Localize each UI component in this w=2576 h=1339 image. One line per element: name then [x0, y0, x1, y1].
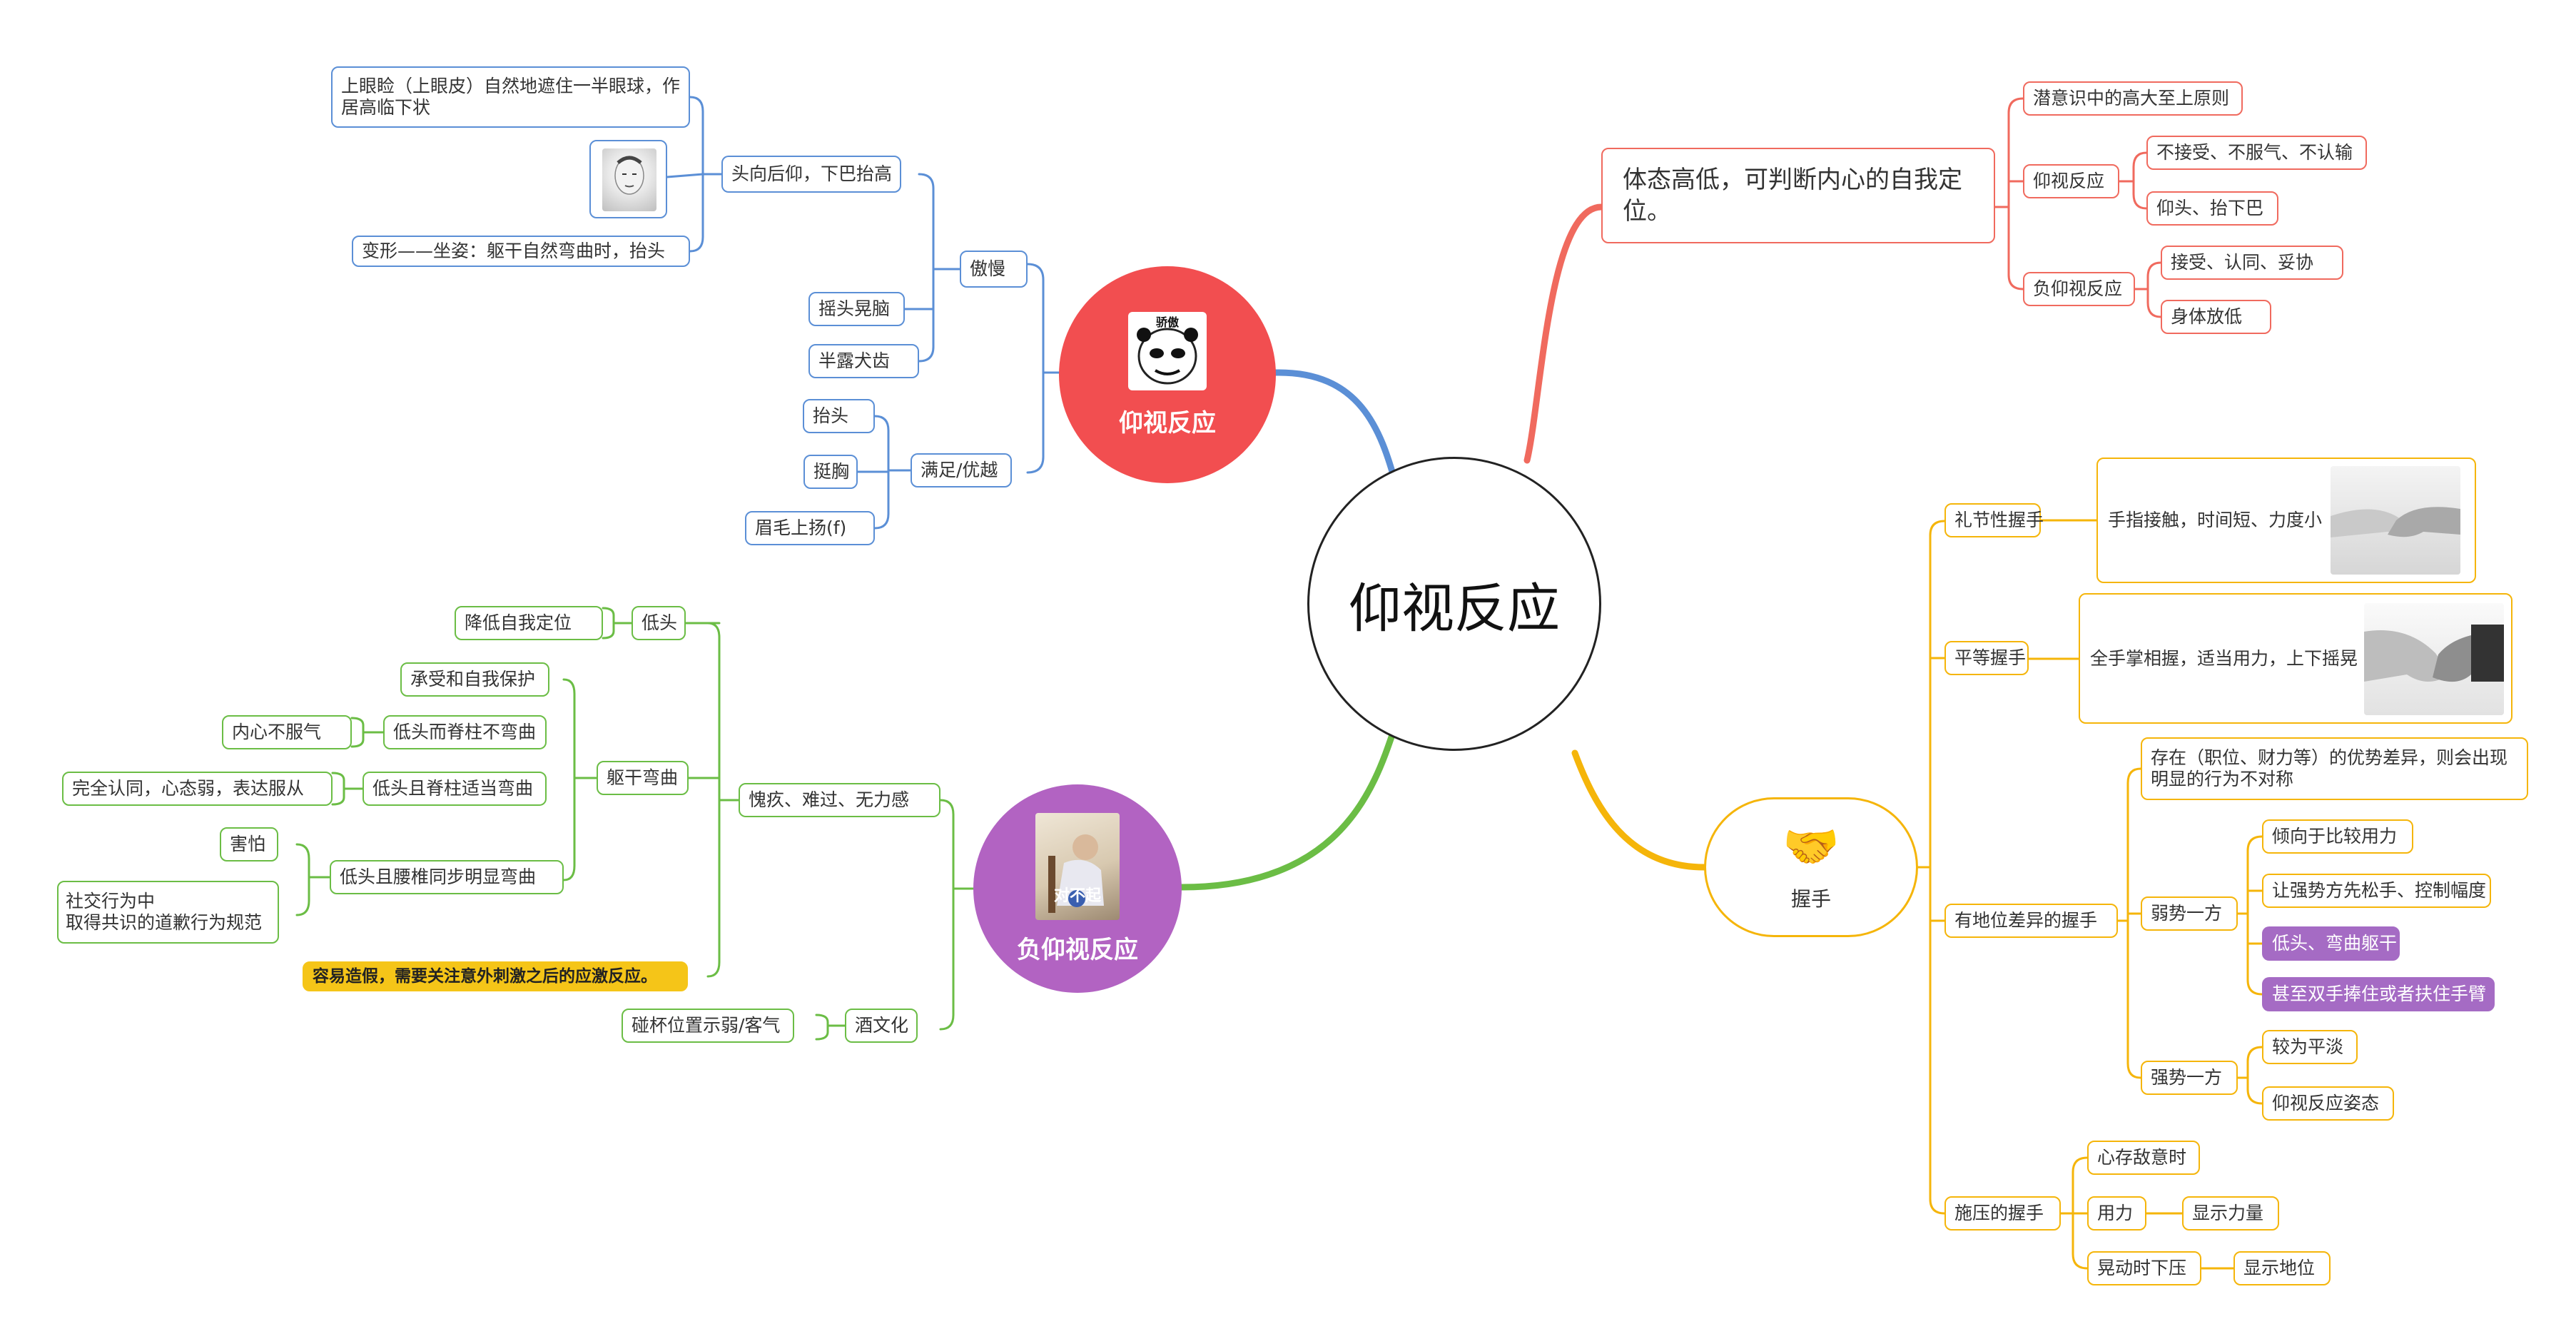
- node-w2[interactable]: 让强势方先松手、控制幅度: [2262, 874, 2491, 908]
- branch-line-red: [1523, 203, 1605, 464]
- bracket-wine: [815, 1014, 846, 1041]
- node-torso[interactable]: 躯干弯曲: [597, 761, 689, 795]
- bracket-left-bottom-main: [939, 799, 975, 1031]
- node-waist-bend[interactable]: 低头且腰椎同步明显弯曲: [330, 860, 564, 894]
- node-note[interactable]: 容易造假，需要关注意外刺激之后的应激反应。: [303, 961, 688, 991]
- node-yangshi-r[interactable]: 仰视反应: [2023, 164, 2119, 198]
- node-equal[interactable]: 平等握手: [1944, 641, 2029, 675]
- node-lower-self[interactable]: 降低自我定位: [455, 606, 603, 640]
- bracket-yangshi: [2118, 151, 2148, 210]
- bracket-left-top-main: [1026, 263, 1060, 474]
- sticker-text: 骄傲: [1156, 315, 1180, 329]
- node-pressure[interactable]: 施压的握手: [1944, 1196, 2061, 1231]
- node-unconvinced[interactable]: 内心不服气: [222, 715, 352, 749]
- bracket-waist-bend: [295, 843, 331, 916]
- node-eyelid[interactable]: 上眼睑（上眼皮）自然地遮住一半眼球，作居高临下状: [331, 66, 690, 128]
- bracket-guilt: [706, 622, 740, 978]
- connector-toux-photo: [666, 173, 704, 178]
- face-photo-icon: [602, 148, 656, 211]
- bracket-lowhead: [602, 607, 633, 640]
- bracket-right-bottom-main: [1917, 520, 1946, 1215]
- topic-yangshi[interactable]: 骄傲 仰视反应: [1059, 266, 1276, 483]
- apology-photo-icon: 对不起: [1035, 812, 1120, 920]
- node-aoman[interactable]: 傲慢: [960, 251, 1028, 288]
- topic-handshake[interactable]: 🤝 握手: [1704, 797, 1918, 937]
- topic-body-height[interactable]: 体态高低，可判断内心的自我定位。: [1601, 148, 1995, 243]
- node-s2[interactable]: 仰视反应姿态: [2262, 1086, 2394, 1121]
- node-shake[interactable]: 摇头晃脑: [808, 292, 905, 326]
- photo-caption: 对不起: [1053, 886, 1101, 905]
- node-toux[interactable]: 头向后仰，下巴抬高: [721, 156, 901, 193]
- bracket-status: [2116, 767, 2142, 1079]
- node-teeth[interactable]: 半露犬齿: [808, 344, 919, 378]
- node-accept2[interactable]: 接受、认同、妥协: [2161, 246, 2343, 280]
- node-glass[interactable]: 碰杯位置示弱/客气: [622, 1009, 794, 1043]
- node-p1[interactable]: 心存敌意时: [2087, 1141, 2200, 1175]
- panda-meme-icon: 骄傲: [1128, 311, 1207, 390]
- node-principle[interactable]: 潜意识中的高大至上原则: [2023, 81, 2243, 116]
- bracket-torso: [562, 678, 598, 881]
- branch-line-green: [1178, 719, 1400, 891]
- topic-handshake-label: 握手: [1790, 887, 1831, 911]
- node-spine-straight[interactable]: 低头而脊柱不弯曲: [383, 715, 547, 749]
- bracket-aoman: [918, 173, 961, 363]
- node-w1[interactable]: 倾向于比较用力: [2262, 819, 2413, 854]
- node-status-desc[interactable]: 存在（职位、财力等）的优势差异，则会出现明显的行为不对称: [2141, 737, 2528, 800]
- node-lowered[interactable]: 身体放低: [2161, 300, 2271, 334]
- node-apology[interactable]: 社交行为中 取得共识的道歉行为规范: [57, 881, 279, 944]
- node-guilt[interactable]: 愧疚、难过、无力感: [739, 783, 940, 817]
- node-wine[interactable]: 酒文化: [845, 1009, 918, 1043]
- node-accept[interactable]: 承受和自我保护: [400, 662, 549, 697]
- node-weak[interactable]: 弱势一方: [2141, 896, 2238, 931]
- bracket-spine-straight: [350, 717, 385, 748]
- node-not-accept[interactable]: 不接受、不服气、不认输: [2146, 136, 2367, 170]
- node-p3[interactable]: 晃动时下压: [2087, 1251, 2201, 1285]
- node-p2a[interactable]: 显示力量: [2182, 1196, 2279, 1231]
- bracket-weak: [2236, 835, 2263, 996]
- node-neg-r[interactable]: 负仰视反应: [2023, 272, 2135, 306]
- node-satisfied[interactable]: 满足/优越: [911, 453, 1012, 487]
- node-spine-bend[interactable]: 低头且脊柱适当弯曲: [362, 772, 547, 806]
- node-chest[interactable]: 挺胸: [803, 455, 858, 489]
- node-s1[interactable]: 较为平淡: [2262, 1030, 2358, 1064]
- node-fear[interactable]: 害怕: [220, 827, 278, 861]
- topic-yangshi-label: 仰视反应: [1119, 408, 1216, 438]
- topic-negative-yangshi-label: 负仰视反应: [1017, 935, 1138, 964]
- node-brow[interactable]: 眉毛上扬(f): [745, 511, 875, 545]
- bracket-spine-bend: [331, 772, 364, 806]
- branch-line-blue: [1272, 369, 1400, 490]
- node-w3[interactable]: 低头、弯曲躯干: [2262, 926, 2400, 961]
- bracket-neg: [2134, 261, 2162, 318]
- node-raise-head[interactable]: 抬头: [803, 399, 875, 433]
- node-w4[interactable]: 甚至双手捧住或者扶住手臂: [2262, 977, 2495, 1011]
- node-lowhead[interactable]: 低头: [632, 606, 686, 640]
- node-polite[interactable]: 礼节性握手: [1944, 503, 2044, 537]
- node-sitting[interactable]: 变形——坐姿：躯干自然弯曲时，抬头: [352, 236, 690, 267]
- full-handshake-photo-icon: [2364, 603, 2504, 715]
- handshake-icon: 🤝: [1783, 821, 1840, 874]
- node-face-photo: [589, 140, 667, 218]
- bracket-strong: [2236, 1046, 2263, 1105]
- central-topic-label: 仰视反应: [1349, 577, 1560, 640]
- node-polite-desc[interactable]: 手指接触，时间短、力度小: [2096, 458, 2476, 583]
- node-raise-chin[interactable]: 仰头、抬下巴: [2146, 191, 2278, 226]
- node-equal-desc[interactable]: 全手掌相握，适当用力，上下摇晃: [2079, 593, 2512, 724]
- fingertip-handshake-photo-icon: [2331, 466, 2460, 575]
- bracket-right-top-main: [1994, 97, 2024, 290]
- node-status[interactable]: 有地位差异的握手: [1944, 904, 2118, 938]
- node-p2[interactable]: 用力: [2087, 1196, 2146, 1231]
- branch-line-gold: [1571, 749, 1708, 871]
- node-strong[interactable]: 强势一方: [2141, 1061, 2238, 1095]
- node-submit[interactable]: 完全认同，心态弱，表达服从: [62, 772, 333, 806]
- topic-negative-yangshi[interactable]: 对不起 负仰视反应: [973, 784, 1182, 993]
- node-p3a[interactable]: 显示地位: [2233, 1251, 2331, 1285]
- central-topic[interactable]: 仰视反应: [1307, 457, 1601, 751]
